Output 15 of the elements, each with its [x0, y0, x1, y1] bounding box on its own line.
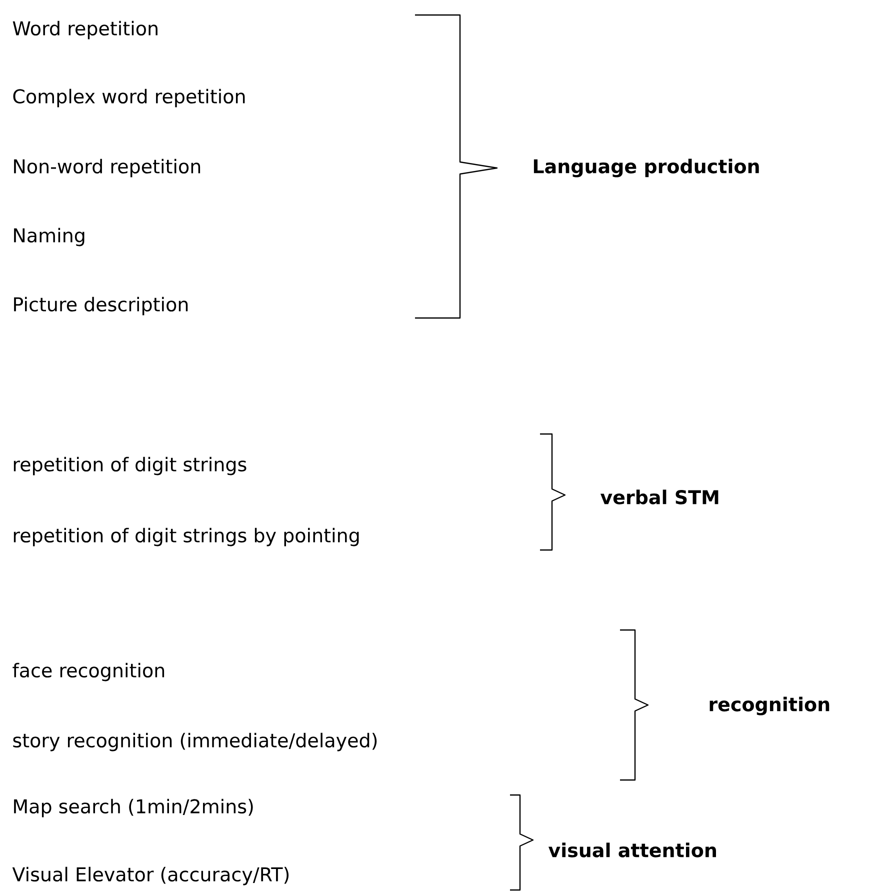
item-label: Complex word repetition — [13, 88, 245, 108]
category-label: visual attention — [548, 842, 716, 858]
item-label: repetition of digit strings — [14, 456, 246, 476]
item-label: Map search (1min/2mins) — [14, 798, 253, 818]
item-label: Word repetition — [12, 20, 158, 40]
item-label: Naming — [14, 228, 84, 246]
item-label: Picture description — [14, 296, 188, 316]
category-label: Language production — [534, 158, 759, 178]
item-label: story recognition (immediate/delayed) — [13, 732, 377, 752]
category-label: verbal STM — [600, 490, 718, 504]
item-label: Visual Elevator (accuracy/RT) — [12, 866, 289, 886]
category-label: recognition — [710, 696, 830, 716]
item-label: repetition of digit strings by pointing — [14, 528, 359, 546]
item-label: face recognition — [12, 662, 164, 682]
item-label: Non-word repetition — [14, 158, 200, 178]
